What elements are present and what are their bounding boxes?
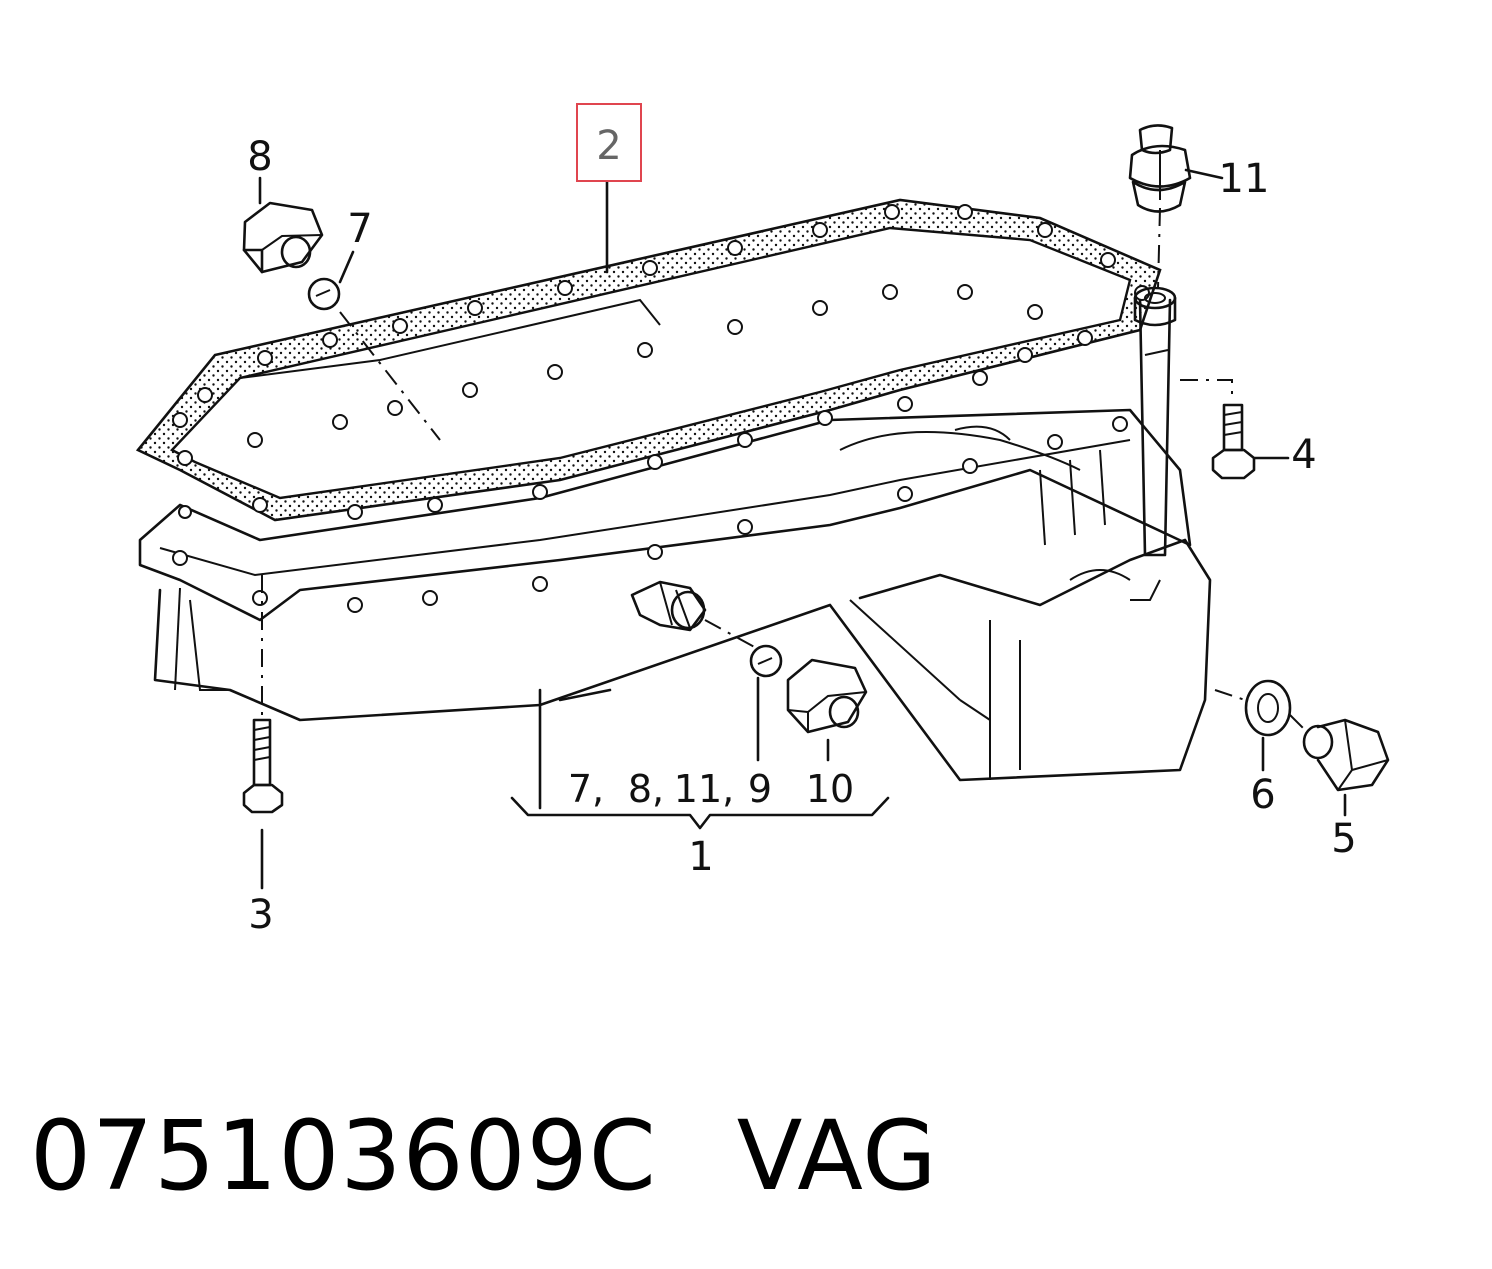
part-number: 075103609C — [30, 1100, 657, 1212]
callout-4: 4 — [1291, 432, 1316, 478]
callout-1: 1 — [688, 834, 713, 880]
item-5-drain-plug — [1302, 718, 1390, 792]
callout-8: 8 — [247, 134, 272, 180]
item-9-ball — [749, 644, 783, 678]
item-3-bolt — [242, 718, 284, 814]
oil-level-sensor — [630, 580, 707, 632]
group-label-11: 11, — [674, 767, 734, 811]
brand-name: VAG — [736, 1100, 938, 1212]
item-8-nut — [242, 201, 324, 274]
callout-5: 5 — [1331, 816, 1356, 862]
item-4-bolt — [1211, 403, 1256, 480]
item-11-cap — [1128, 124, 1224, 213]
group-label-7: 7, — [568, 767, 604, 811]
dipstick-tube — [1133, 286, 1177, 557]
oil-pan-gasket — [135, 198, 1162, 522]
callout-6: 6 — [1250, 772, 1275, 818]
item-6-washer — [1244, 679, 1292, 737]
callout-11: 11 — [1219, 156, 1270, 202]
oil-pan — [138, 305, 1212, 782]
highlight-box — [576, 103, 642, 182]
callout-3: 3 — [248, 892, 273, 938]
gasket-holes — [172, 204, 1150, 520]
group-label-9: 9 — [748, 767, 772, 811]
group-label-8: 8, — [628, 767, 664, 811]
item-7-ball — [307, 277, 341, 311]
callout-7: 7 — [347, 206, 372, 252]
item-10-nut — [786, 658, 868, 734]
callout-labels: 8 7 11 4 6 5 3 1 7, 8, 11, 9 10 — [247, 134, 1356, 938]
callout-2-highlighted: 2 — [596, 123, 621, 169]
leader-lines — [258, 176, 1347, 890]
group-label-10: 10 — [806, 767, 854, 811]
